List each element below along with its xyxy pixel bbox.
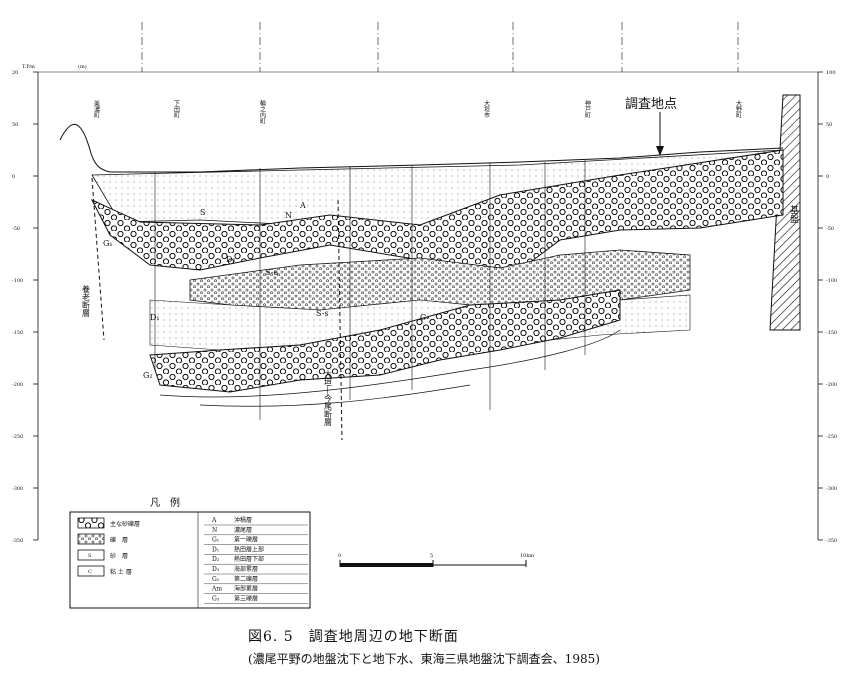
figure-source: (濃尾平野の地盤沈下と地下水、東海三県地盤沈下調査会、1985)	[248, 652, 600, 666]
legend-title: 凡 例	[150, 496, 180, 509]
legend-code-name: 海部累層	[234, 565, 258, 573]
layer-letter: S-s	[316, 309, 329, 318]
survey-point-arrowhead	[656, 146, 664, 156]
left-axis-tick-label: -200	[12, 382, 23, 388]
right-axis-tick-label: -150	[826, 330, 837, 336]
survey-point-label: 調査地点	[625, 97, 677, 112]
town-label: 大垣市	[483, 99, 490, 119]
left-axis-tick-label: -250	[12, 434, 23, 440]
scale-tick-label: 10km	[520, 553, 534, 559]
gravel-layer-g1	[90, 149, 784, 271]
legend-code: D₁	[212, 546, 219, 553]
legend-code-name: 熱田層上部	[234, 545, 264, 553]
legend-symbol-label: 礫 層	[110, 536, 128, 544]
legend-swatch-clay	[77, 565, 105, 577]
fault-lines	[91, 177, 343, 441]
left-axis-tick-label: -150	[12, 330, 23, 336]
left-axis-tick-label: -350	[12, 538, 23, 544]
legend-symbol-label: 主な砂礫層	[110, 520, 140, 528]
legend-swatch-code-clay: C	[88, 569, 92, 575]
town-label: 下田町	[173, 100, 180, 118]
right-axis-tick-label: 0	[826, 174, 829, 180]
layer-letter: C	[420, 313, 426, 322]
legend-code: G₃	[212, 595, 220, 602]
left-axis-tick-label: 20	[12, 70, 18, 76]
gravel-layer-g2	[149, 289, 621, 393]
legend-symbol-label: 粘 土 層	[110, 568, 132, 576]
section-guide-lines	[141, 22, 739, 72]
legend-symbol-label: 砂 層	[110, 552, 128, 560]
right-axis-tick-label: -350	[826, 538, 837, 544]
left-axis-tick-label: -300	[12, 486, 23, 492]
layer-letter: S-a	[265, 268, 278, 277]
right-axis-tick-label: -50	[826, 226, 834, 232]
scale-tick-label: 0	[338, 553, 341, 559]
right-axis-tick-label: -200	[826, 382, 837, 388]
left-axis-tick-label: 0	[12, 174, 15, 180]
basement-rock	[769, 94, 801, 331]
layer-letter: D₂	[226, 255, 236, 264]
town-label: 大野町	[735, 99, 742, 118]
layer-letter: G₂	[143, 371, 153, 380]
ground-surface	[59, 123, 784, 173]
right-axis-tick-label: 50	[826, 122, 832, 128]
borehole-lines	[154, 160, 586, 420]
legend-code-name: 海部累層	[234, 585, 258, 593]
layer-letter: S	[200, 208, 205, 217]
legend-code-name: 第一礫層	[234, 536, 258, 544]
right-elevation-axis: 100 50 0 -50 -100 -150 -200 -250 -300 -350	[817, 70, 837, 544]
layer-letter: N	[285, 211, 292, 220]
legend-swatch-code-sand: S	[88, 553, 92, 559]
legend-code-name: 熱田層下部	[234, 555, 264, 563]
left-depth-axis: 20 50 0 -50 -100 -150 -200 -250 -300 -350	[12, 70, 39, 544]
fault-label-yoro: 養老断層	[82, 284, 91, 318]
top-label-m: (m)	[78, 63, 87, 70]
scale-tick-label: 5	[430, 553, 433, 559]
lower-strata-lines	[159, 329, 621, 407]
legend-code: N	[212, 527, 217, 534]
legend-code-name: 濃尾層	[234, 526, 252, 534]
legend-code: D₃	[212, 566, 220, 573]
legend-code-name: 第三礫層	[234, 594, 258, 602]
town-label: 輪之内町	[259, 99, 266, 124]
figure-caption: 図6. 5 調査地周辺の地下断面	[248, 629, 459, 645]
left-axis-tick-label: 50	[12, 122, 18, 128]
town-label: 美濃町	[93, 99, 100, 118]
legend-swatch-sand	[77, 549, 105, 561]
right-axis-tick-label: -300	[826, 486, 837, 492]
legend-code: G₁	[212, 537, 219, 544]
town-labels: 美濃町 下田町 輪之内町 大垣市 神戸町 大野町	[93, 99, 742, 124]
legend-swatch-major-gravel	[77, 517, 105, 529]
layer-letters: A N S G₁ D₁ D₂ C S-a G₂ S-s	[103, 201, 426, 380]
layer-letter: A	[299, 201, 306, 210]
left-axis-tick-label: -100	[12, 278, 23, 284]
legend-code: Am	[211, 586, 222, 593]
legend-code: G₂	[212, 576, 220, 583]
left-axis-tick-label: -50	[12, 226, 20, 232]
legend-swatch-gravel	[77, 533, 105, 545]
town-label: 神戸町	[584, 99, 591, 118]
legend-code: A	[211, 517, 217, 524]
basement-label: 基盤	[788, 204, 799, 223]
right-axis-tick-label: -250	[826, 434, 837, 440]
right-axis-tick-label: -100	[826, 278, 837, 284]
legend-code: D₂	[212, 556, 220, 563]
top-label-tp: T.P.m	[22, 64, 35, 70]
right-axis-tick-label: 100	[826, 70, 836, 76]
legend-code-name: 第二礫層	[234, 575, 258, 583]
legend-code-name: 沖積層	[234, 516, 252, 524]
layer-letter: D₁	[150, 313, 160, 322]
layer-letter: G₁	[103, 239, 113, 248]
fault-label-ogaki-imao: 大垣—今尾断層	[324, 369, 333, 427]
scale-bar: 0 5 10km	[338, 553, 534, 567]
